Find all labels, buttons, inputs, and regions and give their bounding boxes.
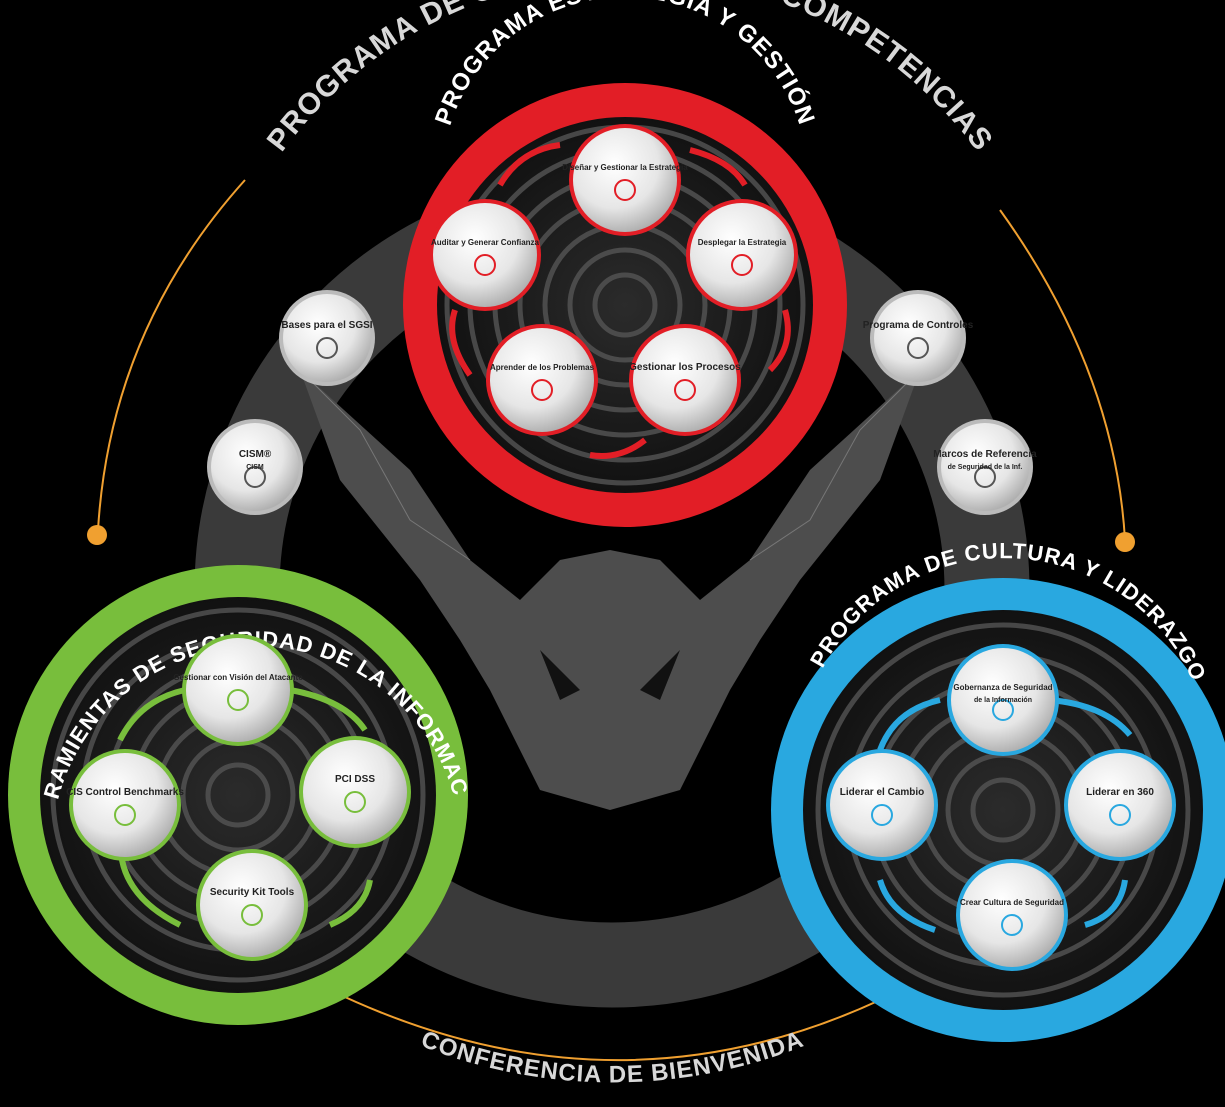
side-badge-3[interactable]: Marcos de Referencia de Seguridad de la I… (933, 419, 1037, 515)
clipboard-search-icon (531, 379, 553, 401)
green-cycle-arrows (117, 687, 373, 928)
badge-label: Crear Cultura de Seguridad (960, 898, 1064, 907)
green-badge-2[interactable]: Security Kit Tools (196, 849, 308, 961)
badge-label: Liderar en 360 (1086, 787, 1154, 798)
badge-label: CISM® (239, 449, 272, 460)
team-leader-icon (1109, 804, 1131, 826)
badges-layer: Diseñar y Gestionar la EstrategiaDespleg… (66, 124, 1176, 971)
hacker-icon (227, 689, 249, 711)
kit-icon (241, 904, 263, 926)
badge-label: Desplegar la Estrategia (698, 238, 787, 247)
badge-label: CIS Control Benchmarks (66, 787, 184, 798)
red-badge-3[interactable]: Aprender de los Problemas (486, 324, 598, 436)
red-cycle-arrows (449, 142, 791, 459)
badge-sublabel: de la Información (974, 697, 1032, 704)
strategy-icon (614, 179, 636, 201)
red-badge-2[interactable]: Gestionar los Procesos (629, 324, 741, 436)
rocket-icon (731, 254, 753, 276)
badge-label: Gestionar con Visión del Atacante (173, 673, 303, 682)
badge-label: PCI DSS (335, 774, 375, 785)
controls-sliders-icon (907, 337, 929, 359)
cism-seal-icon (244, 466, 266, 488)
badge-sublabel: de Seguridad de la Inf. (948, 464, 1023, 471)
blue-badge-2[interactable]: Crear Cultura de Seguridad (956, 859, 1068, 971)
badge-label: Aprender de los Problemas (490, 363, 595, 372)
network-icon (114, 804, 136, 826)
badge-label: Marcos de Referencia (933, 449, 1037, 460)
gear-cycle-icon (316, 337, 338, 359)
brain-process-icon (674, 379, 696, 401)
card-payment-icon (344, 791, 366, 813)
green-badge-0[interactable]: Gestionar con Visión del Atacante (173, 634, 303, 746)
blue-badge-0[interactable]: Gobernanza de Seguridad de la Información (947, 644, 1059, 756)
green-badge-3[interactable]: CIS Control Benchmarks (66, 749, 184, 861)
red-badge-4[interactable]: Auditar y Generar Confianza (429, 199, 541, 311)
blue-cycle-arrows (877, 697, 1133, 933)
badge-sublabel: CISM (246, 464, 264, 471)
book-framework-icon (974, 466, 996, 488)
orange-connector-arcs (87, 179, 1135, 1062)
bull-head-icon (299, 369, 921, 810)
side-badge-1[interactable]: CISM® CISM (207, 419, 303, 515)
folder-lock-icon (1001, 914, 1023, 936)
badge-label: Gestionar los Procesos (629, 362, 741, 373)
badge-label: Gobernanza de Seguridad (953, 683, 1052, 692)
green-badge-1[interactable]: PCI DSS (299, 736, 411, 848)
people-exchange-icon (871, 804, 893, 826)
badge-label: Auditar y Generar Confianza (431, 238, 540, 247)
badge-label: Programa de Controles (863, 320, 974, 331)
bottom-title: CONFERENCIA DE BIENVENIDA (417, 1026, 807, 1089)
orange-dot-right (1115, 532, 1135, 552)
audit-people-icon (474, 254, 496, 276)
blue-badge-1[interactable]: Liderar en 360 (1064, 749, 1176, 861)
red-badge-1[interactable]: Desplegar la Estrategia (686, 199, 798, 311)
red-badge-0[interactable]: Diseñar y Gestionar la Estrategia (562, 124, 688, 236)
side-badge-0[interactable]: Bases para el SGSI (279, 290, 375, 386)
badge-label: Bases para el SGSI (281, 320, 372, 331)
badge-label: Liderar el Cambio (840, 787, 924, 798)
side-badge-2[interactable]: Programa de Controles (863, 290, 974, 386)
government-building-icon (992, 699, 1014, 721)
badge-label: Diseñar y Gestionar la Estrategia (562, 163, 688, 172)
orange-dot-left (87, 525, 107, 545)
blue-badge-3[interactable]: Liderar el Cambio (826, 749, 938, 861)
badge-label: Security Kit Tools (210, 887, 295, 898)
